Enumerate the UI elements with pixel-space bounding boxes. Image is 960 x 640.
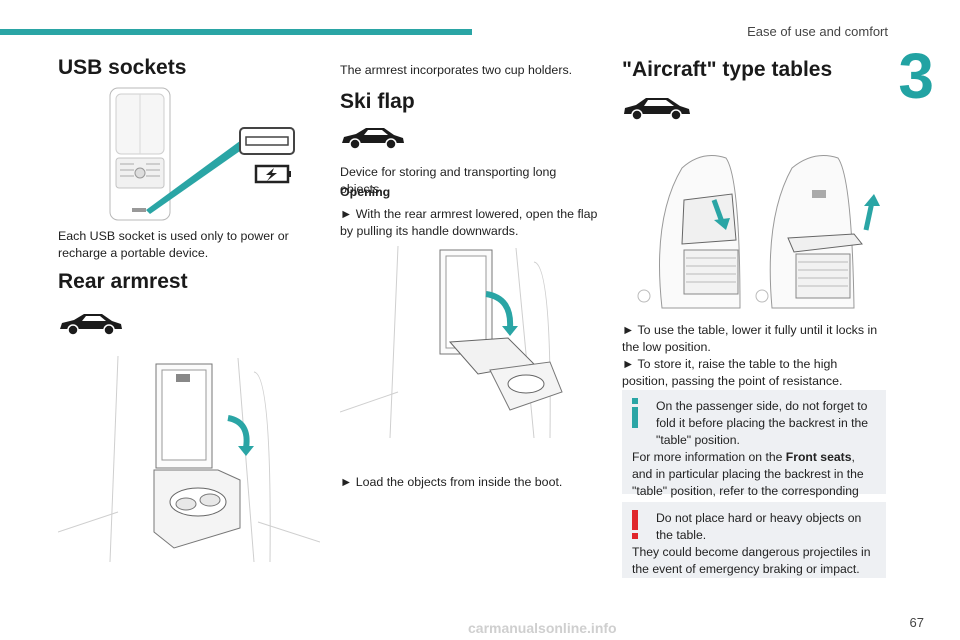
usb-text: Each USB socket is used only to power or… (58, 229, 289, 260)
warning-icon (632, 510, 638, 539)
rear-armrest-title: Rear armrest (58, 270, 188, 293)
aircraft-tables-illustration (622, 148, 886, 318)
ski-flap-intro: Device for storing and transporting long… (340, 165, 557, 196)
arrow-icon (227, 415, 250, 449)
car-silhouette-icon (622, 96, 692, 122)
usb-illustration (106, 86, 296, 226)
arrow-icon (485, 291, 514, 329)
chapter-number: 3 (898, 40, 934, 112)
rear-armrest-text: The armrest incorporates two cup holders… (340, 63, 573, 77)
ski-flap-illustration (340, 242, 602, 450)
warning-note-line-2: They could become dangerous projectiles … (632, 545, 871, 576)
arrow-icon (864, 194, 880, 206)
section-title: Ease of use and comfort (747, 24, 888, 39)
watermark: carmanualsonline.info (468, 620, 617, 636)
ski-flap-step-2: ► Load the objects from inside the boot. (340, 475, 563, 489)
warning-note: Do not place hard or heavy objects on th… (622, 502, 886, 578)
page-number: 67 (909, 615, 924, 630)
info-note-line-1: On the passenger side, do not forget to … (656, 399, 869, 447)
car-silhouette-icon (58, 312, 124, 336)
tables-step-1: ► To use the table, lower it fully until… (622, 323, 878, 354)
header-accent-bar (0, 29, 472, 35)
car-silhouette-icon (340, 126, 406, 150)
info-note: On the passenger side, do not forget to … (622, 390, 886, 515)
info-icon (632, 398, 638, 428)
usb-title: USB sockets (58, 56, 187, 79)
ski-flap-title: Ski flap (340, 90, 415, 113)
warning-note-line-1: Do not place hard or heavy objects on th… (656, 511, 862, 542)
tables-step-2: ► To store it, raise the table to the hi… (622, 357, 843, 388)
rear-armrest-illustration (58, 352, 320, 578)
tables-title: "Aircraft" type tables (622, 58, 833, 81)
arrow-icon (714, 218, 730, 230)
ski-flap-step-1: ► With the rear armrest lowered, open th… (340, 207, 598, 238)
opening-heading: Opening (340, 185, 391, 199)
